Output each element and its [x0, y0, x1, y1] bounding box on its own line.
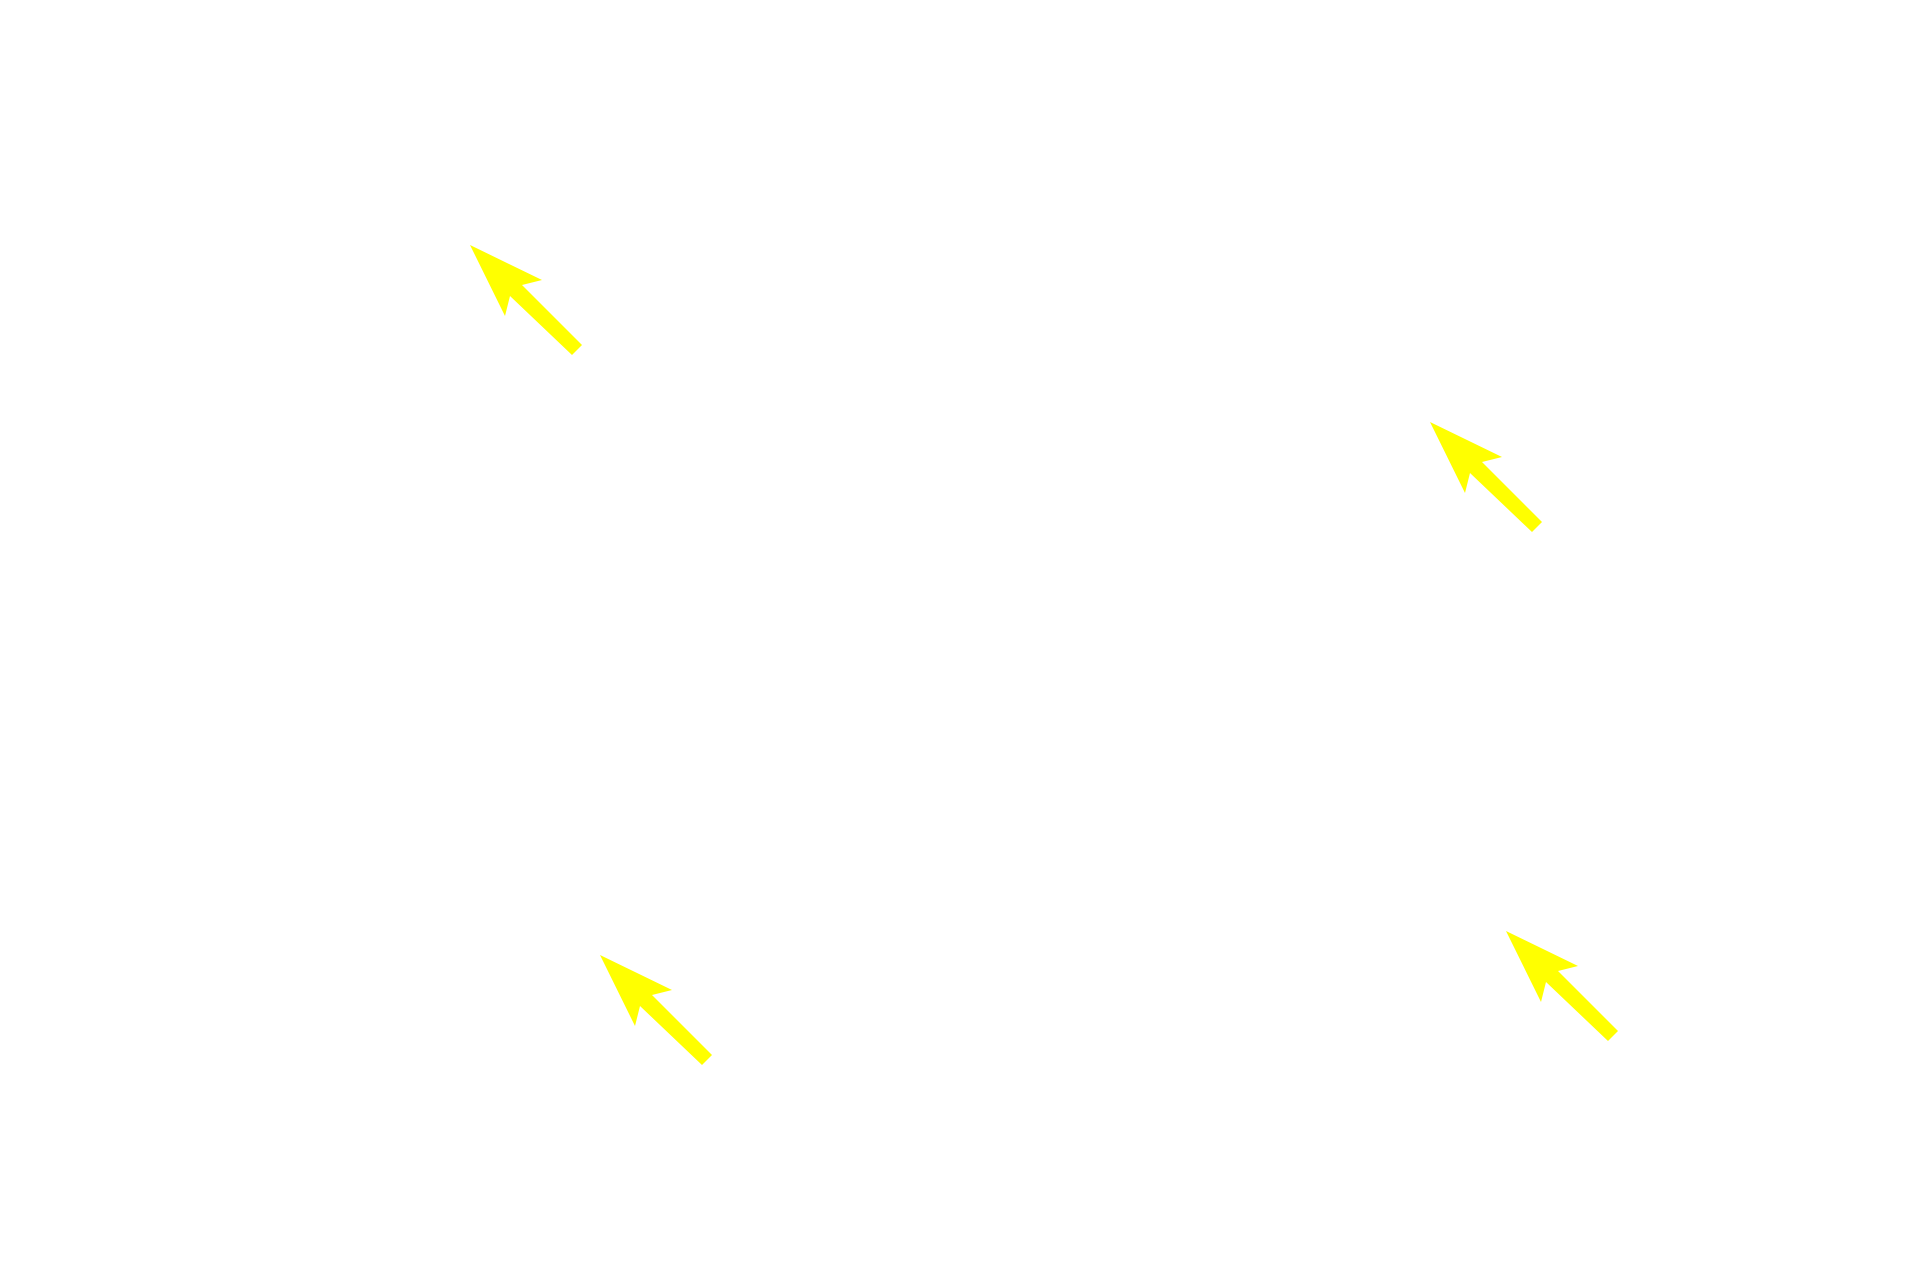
arrow-shape	[1506, 931, 1618, 1041]
arrow-shape	[600, 955, 712, 1065]
arrow-4-arrow-up-left-icon	[1506, 931, 1618, 1041]
arrow-shape	[1430, 422, 1542, 532]
arrow-shape	[470, 245, 582, 355]
arrow-1-arrow-up-left-icon	[470, 245, 582, 355]
arrow-3-arrow-up-left-icon	[600, 955, 712, 1065]
arrow-2-arrow-up-left-icon	[1430, 422, 1542, 532]
arrows-layer	[470, 245, 1618, 1065]
